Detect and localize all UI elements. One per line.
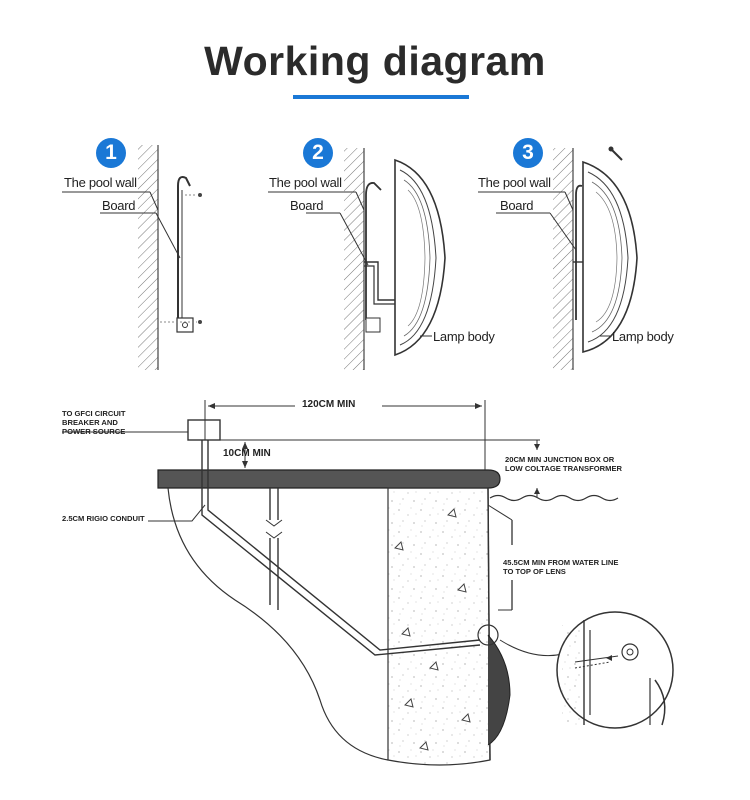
junction-label-line2: LOW COLTAGE TRANSFORMER (505, 464, 622, 473)
step-1-board-label: Board (102, 198, 136, 213)
step-1-wall-label: The pool wall (64, 175, 137, 190)
distance-120-label: 120CM MIN (302, 399, 356, 410)
gfci-label-line3: POWER SOURCE (62, 427, 126, 436)
step-2-badge: 2 (303, 138, 333, 168)
step-3-wall-label: The pool wall (478, 175, 551, 190)
installation-diagram (62, 400, 674, 766)
gfci-label-line1: TO GFCI CIRCUIT (62, 409, 126, 418)
step-3-lamp-label: Lamp body (612, 329, 674, 344)
step-2-lamp-label: Lamp body (433, 329, 495, 344)
gfci-label-line2: BREAKER AND (62, 418, 118, 427)
page-title: Working diagram (204, 38, 546, 84)
junction-label-line1: 20CM MIN JUNCTION BOX OR (505, 455, 615, 464)
step-3-board-label: Board (500, 198, 534, 213)
waterline-label-line2: TO TOP OF LENS (503, 567, 566, 576)
step-2-wall-label: The pool wall (269, 175, 342, 190)
distance-10-label: 10CM MIN (223, 448, 271, 459)
conduit-label: 2.5CM RIGIO CONDUIT (62, 514, 145, 523)
step-1-illustration (62, 145, 202, 370)
waterline-label-line1: 45.5CM MIN FROM WATER LINE (503, 558, 619, 567)
step-1-badge: 1 (96, 138, 126, 168)
step-3-illustration (478, 146, 638, 370)
title-underline (293, 95, 469, 99)
step-2-illustration (268, 148, 446, 370)
step-2-board-label: Board (290, 198, 324, 213)
step-3-badge: 3 (513, 138, 543, 168)
